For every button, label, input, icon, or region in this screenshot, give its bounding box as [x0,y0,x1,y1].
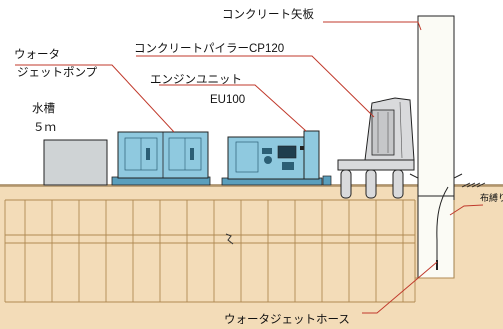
break-mark [225,233,234,245]
water-jet-pump [111,131,211,186]
cloth-tie-hatch [461,182,486,188]
label-pump-line1: ウォータ [14,48,60,61]
trench-outline [414,200,455,279]
leader-lines [15,21,484,314]
concrete-sheet-pile [409,15,463,279]
engine-unit [221,130,323,186]
leader-engine [159,84,307,132]
label-tank-line2: ５ｍ [33,122,56,134]
water-jet-hose [436,186,449,268]
label-engine-line2: EU100 [210,94,245,106]
concrete-pile-driver [337,97,415,199]
label-pump-line2: ジェットポンプ [17,66,98,79]
label-tank-line1: 水槽 [32,102,55,115]
label-sheet-pile: コンクリート矢板 [222,7,314,21]
leader-boiler [136,55,375,118]
label-engine-line1: エンジンユニット [150,74,242,86]
label-hose: ウォータジェットホース [224,313,350,326]
leader-hose [362,261,438,314]
water-tank [43,139,108,186]
leader-sheet-pile [323,21,422,31]
label-boiler: コンクリートパイラーCP120 [134,42,284,55]
hose-coupler [322,175,332,186]
label-cloth: 布縛り [480,192,503,203]
leader-cloth [449,204,484,216]
leader-pump [15,64,175,133]
